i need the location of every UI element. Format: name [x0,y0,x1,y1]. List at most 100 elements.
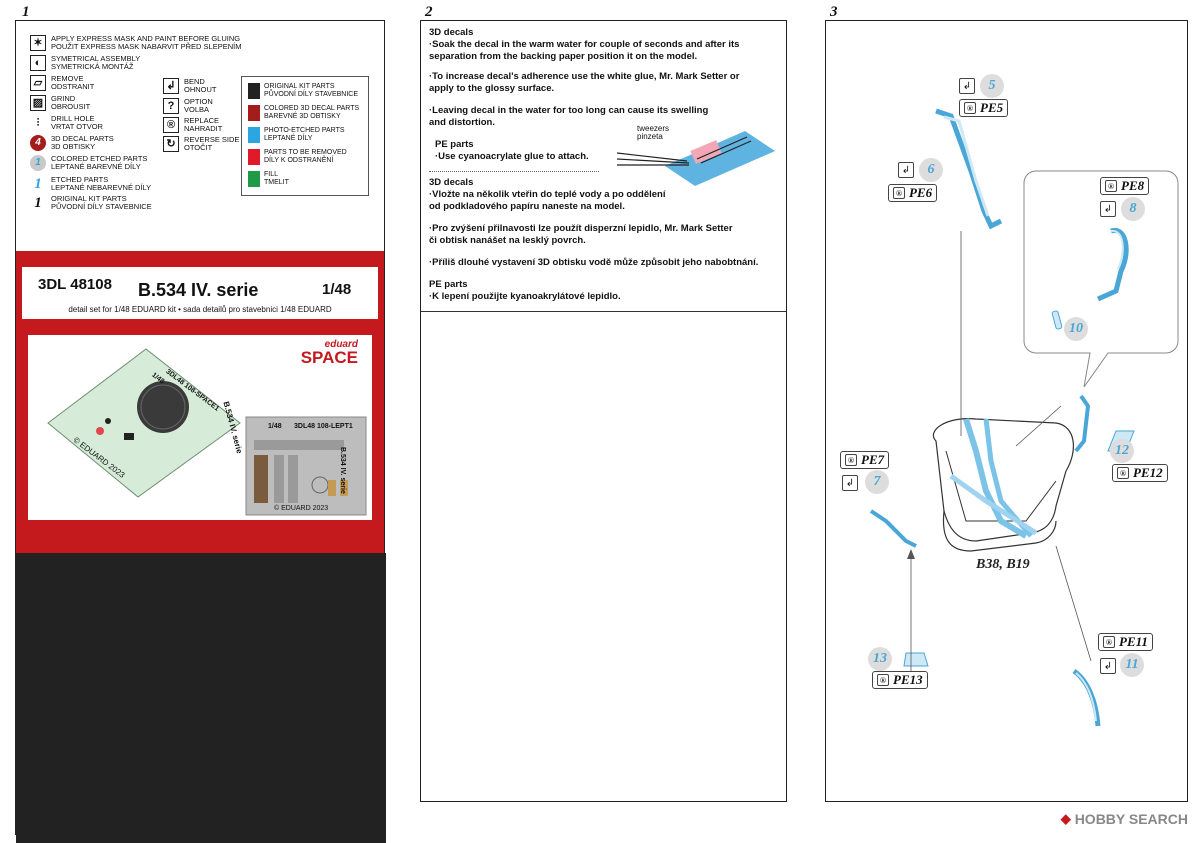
part-bubble-7: 7 [865,470,889,494]
replace-icon: ® [1117,467,1129,479]
bend-icon: ↲ [1100,201,1116,217]
black-back-area [16,553,386,843]
product-contents: eduard SPACE 1/48 3DL48 108-SPACE1 B.534… [28,335,372,520]
cz-decal-step2b: či obtisk nanášet na lesklý povrch. [429,235,586,246]
pe-tag-5: ®PE5 [959,99,1009,117]
cz-decal-step1a: ·Vložte na několik vteřin do teplé vody … [429,189,666,200]
part-bubble-11: 11 [1120,653,1144,677]
replace-icon: ® [845,454,857,466]
swatch-green [248,171,260,187]
symmetry-icon: ◐ [30,55,46,71]
fret-code: 3DL48 108-LEPT1 [294,423,353,430]
swatch-blue [248,127,260,143]
option-icon: ? [163,98,179,114]
cz-pe-step1: ·K lepení použijte kyanoakrylátové lepid… [429,291,621,302]
product-scale: 1/48 [322,281,352,298]
replace-icon: ® [1105,180,1117,192]
pe-tag-6: ®PE6 [888,184,938,202]
product-name: B.534 IV. serie [138,280,259,300]
bend-icon: ↲ [842,475,858,491]
fret-name: B.534 IV. serie [339,447,346,494]
product-title-bar: 3DL 48108 B.534 IV. serie 1/48 detail se… [22,267,378,319]
replace-icon: ® [964,102,976,114]
replace-icon: ® [163,117,179,133]
hobby-search-watermark: ◆ HOBBY SEARCH [1060,811,1188,827]
tweezers-illustration [617,131,775,186]
etched-icon: 1 [34,176,42,192]
product-sheets [47,348,367,516]
remove-icon: ▱ [30,75,46,91]
en-decal-step2b: apply to the glossy surface. [429,83,555,94]
grind-icon: ▨ [30,95,46,111]
en-decal-heading: 3D decals [429,27,474,38]
assembly-panel: ↲ 5 ®PE5 ↲ 6 ®PE6 ®PE8 ↲ 8 10 ®PE7 ↲ 7 1… [825,20,1188,802]
page-number-1: 1 [22,4,30,20]
part-bubble-8: 8 [1121,197,1145,221]
en-decal-step1a: ·Soak the decal in the warm water for co… [429,39,740,50]
part-bubble-13: 13 [868,647,892,671]
pe-tag-13: ®PE13 [872,671,928,689]
bend-icon: ↲ [959,78,975,94]
hobby-search-logo-icon: ◆ [1060,811,1071,826]
part-bubble-12: 12 [1110,439,1134,463]
part-bubble-6: 6 [919,158,943,182]
page-number-3: 3 [830,4,838,20]
swatch-darkred [248,105,260,121]
en-decal-step1b: separation from the backing paper positi… [429,51,698,62]
seat-label: B38, B19 [976,557,1030,572]
bend-icon: ↲ [163,78,179,94]
cz-decal-heading: 3D decals [429,177,474,188]
replace-icon: ® [1103,636,1115,648]
part-bubble-5: 5 [980,74,1004,98]
legend-mask: ✶APPLY EXPRESS MASK AND PAINT BEFORE GLU… [30,35,241,51]
en-decal-step3b: and distortion. [429,117,495,128]
en-decal-step3a: ·Leaving decal in the water for too long… [429,105,709,116]
fret-scale: 1/48 [268,423,282,430]
pe-tag-7: ®PE7 [840,451,890,469]
cover-panel: ✶APPLY EXPRESS MASK AND PAINT BEFORE GLU… [15,20,386,843]
pe-tag-11: ®PE11 [1098,633,1153,651]
drill-icon: ⫶ [30,115,46,131]
replace-icon: ® [893,187,905,199]
en-decal-step2a: ·To increase decal's adherence use the w… [429,71,740,82]
bend-icon: ↲ [1100,658,1116,674]
en-pe-heading: PE parts [435,139,474,150]
pe-tag-8: ®PE8 [1100,177,1150,195]
mask-icon: ✶ [30,35,46,51]
product-subtitle: detail set for 1/48 EDUARD kit • sada de… [68,305,332,314]
part-bubble-10: 10 [1064,317,1088,341]
original-part-icon: 1 [34,195,42,211]
en-pe-step1: ·Use cyanoacrylate glue to attach. [435,151,589,162]
replace-icon: ® [877,674,889,686]
eduard-space-logo: eduard SPACE [300,339,358,367]
swatch-black [248,83,260,99]
cz-decal-step3: ·Příliš dlouhé vystavení 3D obtisku vodě… [429,257,759,268]
bend-icon: ↲ [898,162,914,178]
cz-decal-step1b: od podkladového papíru naneste na model. [429,201,625,212]
cz-pe-heading: PE parts [429,279,468,290]
fret-copyright: © EDUARD 2023 [274,505,329,512]
divider-dotted [429,171,599,172]
product-code: 3DL 48108 [38,276,112,293]
instructions-panel: 3D decals ·Soak the decal in the warm wa… [420,20,787,802]
pe-tag-12: ®PE12 [1112,464,1168,482]
swatch-red [248,149,260,165]
